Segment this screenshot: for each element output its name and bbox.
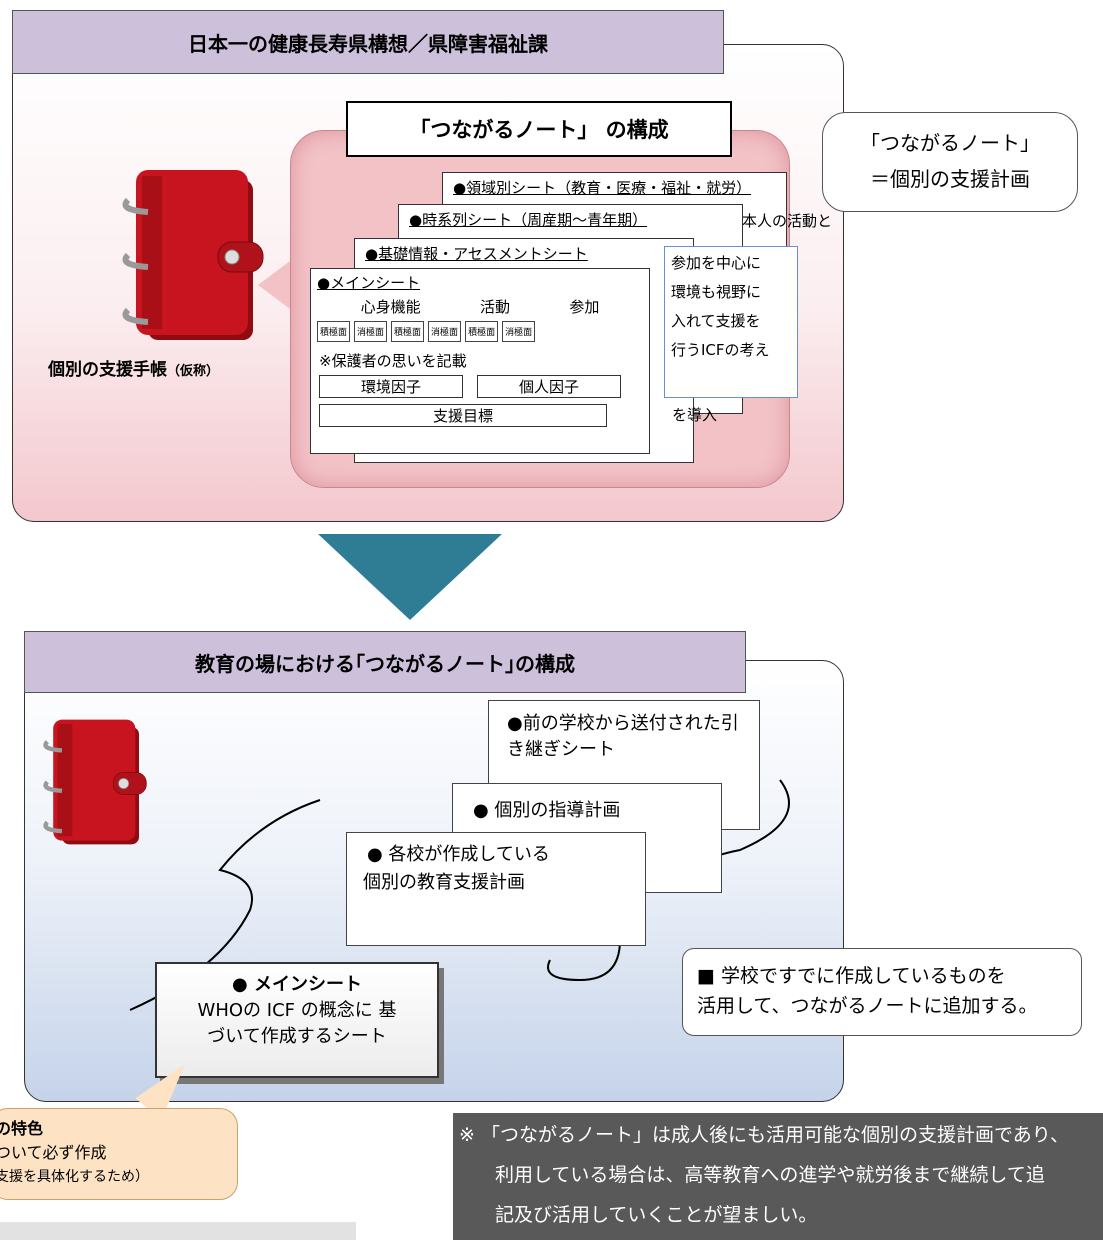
guardian-note: ※保護者の思いを記載 — [319, 352, 467, 370]
col-activity: 活動 — [479, 298, 510, 316]
handbook-label-text: 個別の支援手帳 — [48, 360, 167, 380]
tiny-box: 積極面 — [465, 321, 499, 342]
sheet-main: ●メインシート 心身機能 活動 参加 積極面消極面積極面消極面積極面消極面 ※保… — [310, 268, 650, 454]
icf-line: 入れて支援を — [671, 312, 761, 330]
prev-school-text: ●前の学校から送付された引き継ぎシート — [507, 713, 739, 760]
tiny-box: 消極面 — [428, 321, 462, 342]
sheet-basic-title: ●基礎情報・アセスメントシート — [365, 245, 588, 263]
bottom-panel-title: 教育の場における｢つながるノート｣の構成 — [24, 631, 746, 693]
binder-icon — [122, 170, 264, 340]
guidance-plan-text: ● 個別の指導計画 — [473, 800, 621, 821]
school-note-line2: 活用して、つながるノートに追加する。 — [697, 995, 1038, 1017]
tiny-box: 消極面 — [502, 321, 536, 342]
down-arrow-icon — [318, 534, 502, 620]
icf-line-top: 本人の活動と — [742, 212, 833, 230]
feature-line1: の特色 — [0, 1119, 44, 1138]
edu-plan-line1: ● 各校が作成している — [367, 844, 550, 865]
callout-line1: 「つながるノート」 — [860, 131, 1040, 155]
feature-callout: の特色 ついて必ず作成 支援を具体化するため） — [0, 1108, 238, 1200]
note-definition-callout: 「つながるノート」 ＝個別の支援計画 — [822, 112, 1078, 212]
sheet-field-title: ●領域別シート（教育・医療・福祉・就労） — [453, 179, 752, 197]
env-factor-box: 環境因子 — [319, 375, 463, 398]
personal-factor-box: 個人因子 — [477, 375, 621, 398]
footnote-box: ※ 「つながるノート」は成人後にも活用可能な個別の支援計画であり、 利用している… — [453, 1113, 1103, 1240]
icf-line: 環境も視野に — [671, 283, 762, 301]
grey-strip — [0, 1222, 356, 1240]
icf-line: 行うICFの考え — [671, 341, 770, 359]
feature-line3: 支援を具体化するため） — [0, 1169, 149, 1185]
footnote-line1: ※ 「つながるノート」は成人後にも活用可能な個別の支援計画であり、 — [459, 1124, 1070, 1146]
support-goal-box: 支援目標 — [319, 404, 607, 427]
col-body: 心身機能 — [360, 298, 421, 316]
edu-plan-line2: 個別の教育支援計画 — [363, 872, 525, 893]
tiny-box: 積極面 — [317, 321, 351, 342]
icf-line-bottom: を導入 — [672, 406, 718, 424]
callout-line2: ＝個別の支援計画 — [870, 167, 1030, 191]
note-composition-title: 「つながるノート」 の構成 — [346, 101, 732, 157]
main-sheet-card: ● メインシート WHOの ICF の概念に 基 づいて作成するシート — [155, 962, 439, 1078]
main-sheet-line1: WHOの ICF の概念に 基 — [197, 1000, 397, 1021]
sheet-main-title: ●メインシート — [317, 274, 421, 292]
factor-row: 環境因子 個人因子 — [311, 375, 649, 398]
handbook-label-suffix: （仮称） — [167, 364, 220, 379]
sheet-main-tiny-row: 積極面消極面積極面消極面積極面消極面 — [311, 317, 649, 346]
school-note-line1: ■ 学校ですでに作成しているものを — [697, 965, 1006, 987]
sheet-time-title: ●時系列シート（周産期〜青年期） — [409, 211, 648, 229]
top-panel-title: 日本一の健康長寿県構想／県障害福祉課 — [12, 10, 724, 74]
edu-support-plan-sheet: ● 各校が作成している 個別の教育支援計画 — [346, 832, 646, 946]
handbook-label: 個別の支援手帳（仮称） — [48, 355, 219, 380]
feature-line2: ついて必ず作成 — [0, 1143, 107, 1162]
footnote-line2: 利用している場合は、高等教育への進学や就労後まで継続して追 — [495, 1164, 1045, 1186]
sheet-main-columns: 心身機能 活動 参加 — [311, 296, 649, 317]
tiny-box: 積極面 — [391, 321, 425, 342]
main-sheet-title: ● メインシート — [232, 974, 362, 995]
icf-explanation: 参加を中心に 環境も視野に 入れて支援を 行うICFの考え — [664, 246, 798, 398]
school-existing-note: ■ 学校ですでに作成しているものを 活用して、つながるノートに追加する。 — [682, 948, 1082, 1036]
binder-icon — [43, 719, 147, 845]
col-participation: 参加 — [569, 298, 600, 316]
tiny-box: 消極面 — [354, 321, 388, 342]
icf-line: 参加を中心に — [671, 254, 762, 272]
main-sheet-line2: づいて作成するシート — [207, 1026, 387, 1047]
footnote-line3: 記及び活用していくことが望ましい。 — [495, 1204, 818, 1226]
